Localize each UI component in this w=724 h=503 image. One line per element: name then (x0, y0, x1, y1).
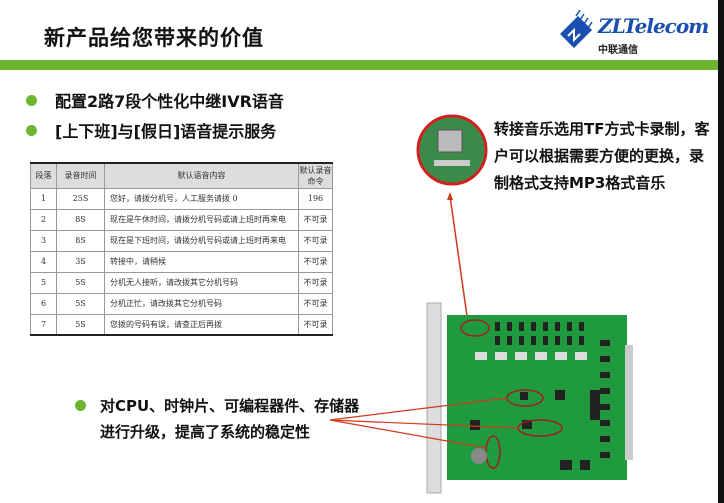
chip (600, 372, 610, 378)
chip (495, 336, 500, 345)
logo-brand: ZLTelecom (598, 14, 709, 38)
table-cell: 您拨的号码有误，请查正后再拨 (104, 313, 299, 336)
chip (555, 352, 567, 360)
slide-title: 新产品给您带来的价值 (44, 26, 264, 50)
bullet-holiday: [上下班]与[假日]语音提示服务 (26, 118, 276, 142)
chip (567, 322, 572, 331)
chip (579, 322, 584, 331)
chip (580, 460, 590, 470)
chip (495, 352, 507, 360)
chip (515, 352, 527, 360)
logo-chip-icon (560, 9, 593, 48)
chip (560, 460, 572, 470)
chip (543, 322, 548, 331)
chip (535, 352, 547, 360)
chip (600, 340, 610, 346)
board-bracket (426, 302, 442, 494)
chip (531, 322, 536, 331)
zltelecom-logo: ZLTelecom 中联通信 (556, 9, 709, 56)
chip (495, 322, 500, 331)
bullet-ivr: 配置2路7段个性化中继IVR语音 (26, 88, 284, 112)
chip (600, 436, 610, 442)
chip (519, 322, 524, 331)
chip (519, 336, 524, 345)
chip (575, 352, 587, 360)
chip (555, 336, 560, 345)
logo-brand-cn: 中联通信 (598, 45, 638, 56)
bullet-dot-icon (26, 124, 37, 136)
chip (507, 336, 512, 345)
chip (555, 390, 565, 400)
table-cell: 不可录 (298, 313, 333, 336)
chip (555, 322, 560, 331)
chip (522, 420, 532, 429)
table-cell: 不可录 (298, 208, 333, 231)
table-header: 段落 录音时间 默认语音内容 默认录音命令 (30, 162, 333, 189)
table-cell: 不可录 (298, 292, 333, 315)
chip (600, 404, 610, 410)
chip (600, 452, 610, 458)
slide-edge (718, 0, 724, 503)
header-divider (0, 60, 718, 70)
chip (470, 420, 480, 430)
arrow-line (449, 195, 468, 317)
tf-card-zoom-circle (416, 114, 488, 186)
chip (600, 356, 610, 362)
bullet-dot-icon (26, 94, 37, 106)
tf-card-callout: 转接音乐选用TF方式卡录制，客户可以根据需要方便的更换，录制格式支持MP3格式音… (494, 120, 710, 192)
chip (520, 392, 528, 400)
chip (600, 388, 610, 394)
chip (590, 390, 600, 420)
cpu-upgrade-callout: 对CPU、时钟片、可编程器件、存储器进行升级，提高了系统的稳定性 (75, 393, 360, 445)
chip (543, 336, 548, 345)
chip (600, 420, 610, 426)
bullet-dot-icon (75, 400, 86, 411)
chip (475, 352, 487, 360)
chip (531, 336, 536, 345)
chip (507, 322, 512, 331)
chip (567, 336, 572, 345)
chip (579, 336, 584, 345)
